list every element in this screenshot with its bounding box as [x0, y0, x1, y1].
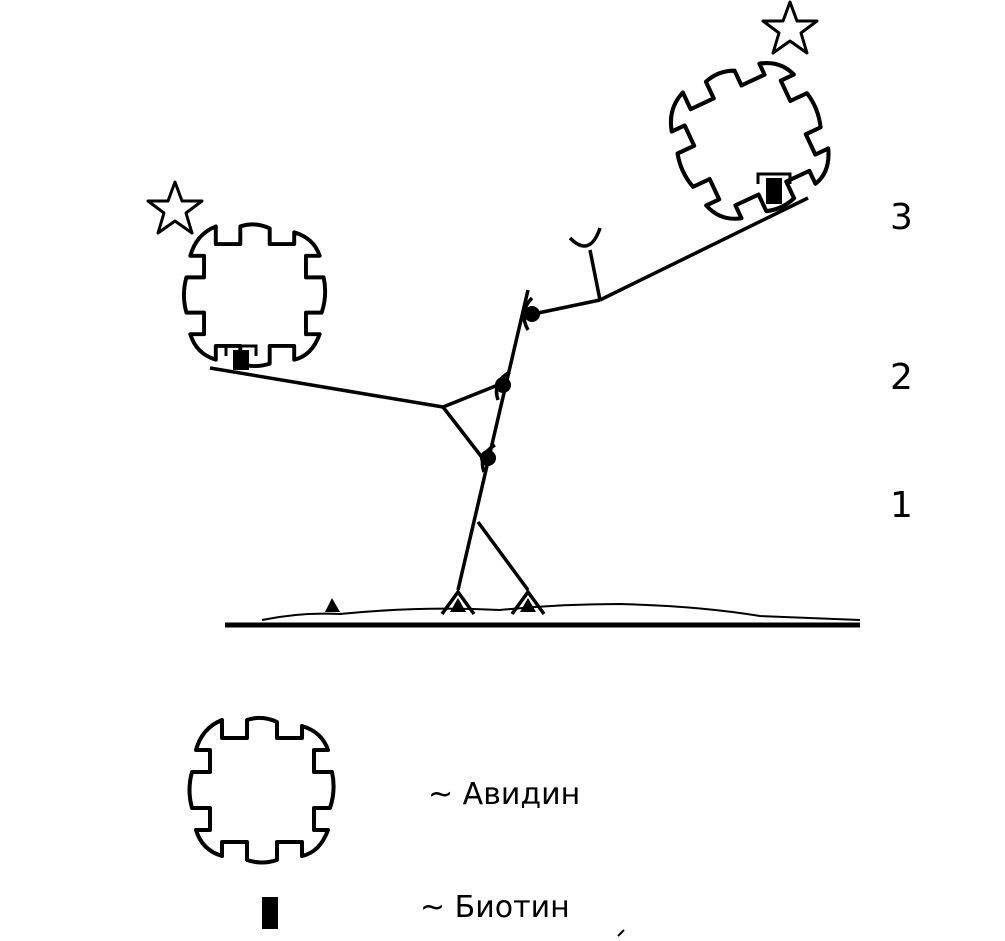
antigen-small — [325, 598, 340, 612]
step-label-3: 3 — [890, 197, 913, 238]
surface — [225, 598, 861, 628]
avidin-complex-right — [652, 0, 848, 238]
biotin-left — [233, 350, 249, 370]
legend-biotin-symbol — [262, 897, 278, 929]
secondary-antibody-right — [537, 196, 809, 315]
legend-avidin-symbol — [187, 715, 336, 865]
step-label-1: 1 — [890, 485, 913, 526]
biotin-right — [766, 178, 782, 204]
stray-mark — [617, 929, 625, 937]
binding-sites — [480, 296, 540, 473]
legend-biotin-label: ~ Биотин — [420, 890, 570, 925]
legend-avidin-label: ~ Авидин — [428, 777, 581, 812]
secondary-antibody-left — [209, 366, 499, 462]
antigen-right — [520, 598, 536, 612]
antigen-left — [450, 598, 466, 612]
capture-antibody — [440, 289, 546, 616]
step-label-2: 2 — [890, 357, 913, 398]
avidin-complex-left — [146, 180, 328, 370]
